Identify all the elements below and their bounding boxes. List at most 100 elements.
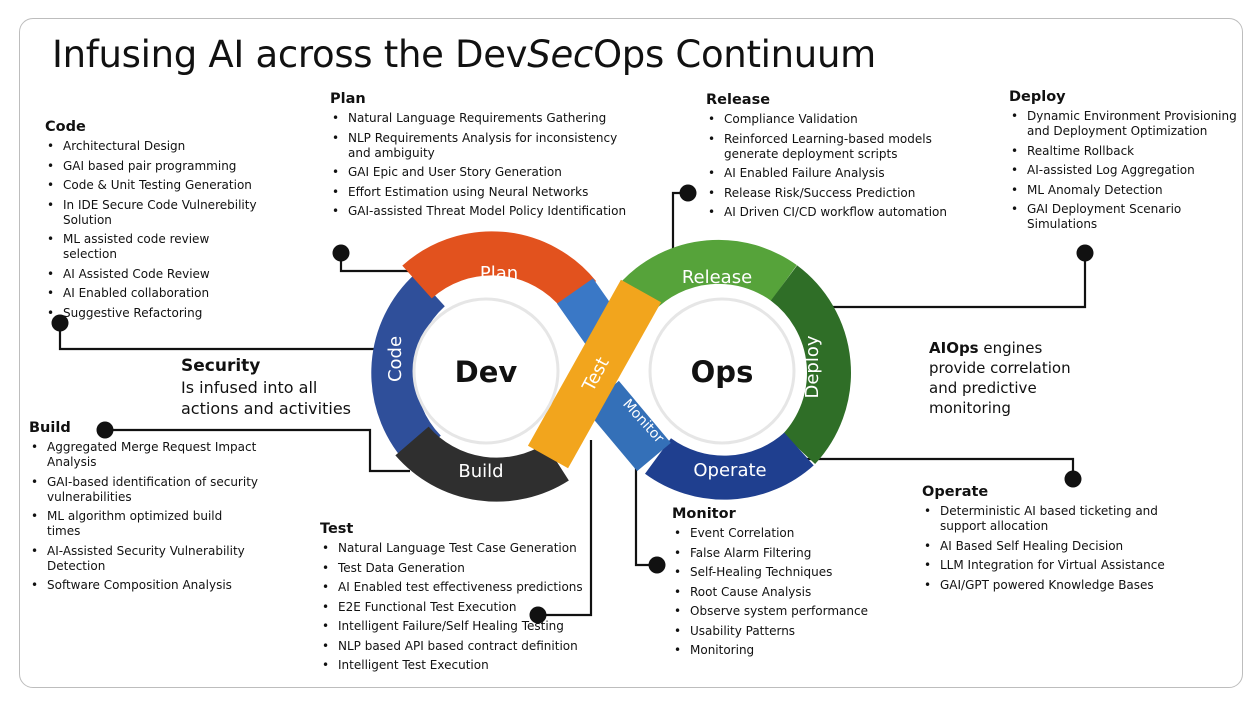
section-build: Build Aggregated Merge Request Impact An… bbox=[29, 420, 259, 598]
section-release-title: Release bbox=[706, 92, 771, 108]
section-deploy-title: Deploy bbox=[1009, 89, 1066, 105]
test-item: Intelligent Failure/Self Healing Testing bbox=[320, 619, 600, 634]
operate-item: LLM Integration for Virtual Assistance bbox=[922, 558, 1172, 573]
page-title: Infusing AI across the DevSecOps Continu… bbox=[52, 33, 876, 76]
section-test-title: Test bbox=[320, 521, 354, 537]
aiops-line: monitoring bbox=[929, 399, 1011, 417]
security-heading: Security bbox=[181, 356, 261, 376]
connector-deploy bbox=[800, 253, 1087, 309]
section-monitor-title: Monitor bbox=[672, 506, 736, 522]
segment-monitor bbox=[585, 380, 671, 472]
aiops-bold: AIOps bbox=[929, 339, 979, 357]
connector-dot-build bbox=[96, 421, 114, 439]
section-plan-title: Plan bbox=[330, 91, 366, 107]
deploy-item: Dynamic Environment Provisioning and Dep… bbox=[1009, 109, 1237, 139]
aiops-rest: engines bbox=[978, 339, 1043, 357]
operate-label: Operate bbox=[693, 460, 766, 481]
deploy-item: GAI Deployment Scenario Simulations bbox=[1009, 202, 1237, 232]
build-item: Software Composition Analysis bbox=[29, 578, 259, 593]
deploy-item: ML Anomaly Detection bbox=[1009, 183, 1237, 198]
section-code: Code Architectural Design GAI based pair… bbox=[45, 119, 265, 325]
code-item: ML assisted code review selection bbox=[45, 232, 265, 262]
release-item: Reinforced Learning-based models generat… bbox=[706, 132, 966, 162]
monitor-item: Usability Patterns bbox=[672, 624, 892, 639]
connector-dot-release bbox=[679, 184, 697, 202]
section-code-title: Code bbox=[45, 119, 86, 135]
connector-operate bbox=[790, 457, 1075, 479]
release-label: Release bbox=[682, 267, 752, 288]
aiops-line: provide correlation bbox=[929, 359, 1071, 377]
build-item: AI-Assisted Security Vulnerability Detec… bbox=[29, 544, 259, 574]
segment-test bbox=[527, 279, 662, 469]
connector-dot-monitor bbox=[648, 556, 666, 574]
build-item: ML algorithm optimized build times bbox=[29, 509, 259, 539]
test-item: AI Enabled test effectiveness prediction… bbox=[320, 580, 600, 595]
code-item: In IDE Secure Code Vulnerebility Solutio… bbox=[45, 198, 265, 228]
code-item: Suggestive Refactoring bbox=[45, 306, 265, 321]
code-item: Architectural Design bbox=[45, 139, 265, 154]
section-build-title: Build bbox=[29, 420, 71, 436]
monitor-item: Self-Healing Techniques bbox=[672, 565, 892, 580]
connector-dot-deploy bbox=[1076, 244, 1094, 262]
code-item: AI Enabled collaboration bbox=[45, 286, 265, 301]
plan-item: GAI Epic and User Story Generation bbox=[330, 165, 630, 180]
segment-release bbox=[622, 239, 797, 312]
segment-deploy bbox=[770, 265, 851, 464]
test-item: NLP based API based contract definition bbox=[320, 639, 600, 654]
operate-item: GAI/GPT powered Knowledge Bases bbox=[922, 578, 1172, 593]
monitor-item: Observe system performance bbox=[672, 604, 892, 619]
monitor-item: Root Cause Analysis bbox=[672, 585, 892, 600]
release-item: AI Enabled Failure Analysis bbox=[706, 166, 966, 181]
ops-hub bbox=[648, 297, 796, 445]
operate-item: AI Based Self Healing Decision bbox=[922, 539, 1172, 554]
monitor-item: False Alarm Filtering bbox=[672, 546, 892, 561]
plan-item: NLP Requirements Analysis for inconsiste… bbox=[330, 131, 630, 161]
section-deploy: Deploy Dynamic Environment Provisioning … bbox=[1009, 89, 1237, 237]
deploy-item: AI-assisted Log Aggregation bbox=[1009, 163, 1237, 178]
plan-item: GAI-assisted Threat Model Policy Identif… bbox=[330, 204, 630, 219]
connector-dot-operate bbox=[1064, 470, 1082, 488]
build-label: Build bbox=[458, 461, 503, 482]
build-item: Aggregated Merge Request Impact Analysis bbox=[29, 440, 259, 470]
release-item: Compliance Validation bbox=[706, 112, 966, 127]
release-item: AI Driven CI/CD workflow automation bbox=[706, 205, 966, 220]
plan-item: Effort Estimation using Neural Networks bbox=[330, 185, 630, 200]
segment-code bbox=[371, 273, 446, 467]
segment-operate bbox=[645, 432, 814, 500]
code-item: Code & Unit Testing Generation bbox=[45, 178, 265, 193]
ops-label: Ops bbox=[691, 355, 754, 389]
plan-item: Natural Language Requirements Gathering bbox=[330, 111, 630, 126]
dev-label: Dev bbox=[455, 355, 518, 389]
section-monitor: Monitor Event Correlation False Alarm Fi… bbox=[672, 506, 892, 663]
section-test: Test Natural Language Test Case Generati… bbox=[320, 521, 600, 678]
security-line: actions and activities bbox=[181, 399, 351, 418]
code-item: GAI based pair programming bbox=[45, 159, 265, 174]
code-label: Code bbox=[385, 336, 406, 382]
connector-build bbox=[105, 428, 410, 473]
segment-plan bbox=[402, 231, 597, 310]
connector-code bbox=[58, 323, 395, 351]
deploy-item: Realtime Rollback bbox=[1009, 144, 1237, 159]
section-plan: Plan Natural Language Requirements Gathe… bbox=[330, 91, 630, 224]
test-item: Natural Language Test Case Generation bbox=[320, 541, 600, 556]
connector-test bbox=[538, 440, 593, 617]
deploy-label: Deploy bbox=[802, 335, 823, 398]
security-line: Is infused into all bbox=[181, 378, 318, 397]
connector-dot-plan bbox=[332, 244, 350, 262]
section-operate: Operate Deterministic AI based ticketing… bbox=[922, 484, 1172, 597]
code-item: AI Assisted Code Review bbox=[45, 267, 265, 282]
section-release: Release Compliance Validation Reinforced… bbox=[706, 92, 966, 225]
operate-item: Deterministic AI based ticketing and sup… bbox=[922, 504, 1172, 534]
security-note: Security Is infused into all actions and… bbox=[181, 356, 381, 419]
section-operate-title: Operate bbox=[922, 484, 989, 500]
aiops-line: and predictive bbox=[929, 379, 1037, 397]
aiops-note: AIOps engines provide correlation and pr… bbox=[929, 338, 1129, 418]
build-item: GAI-based identification of security vul… bbox=[29, 475, 259, 505]
plan-label: Plan bbox=[480, 263, 518, 284]
dev-hub bbox=[412, 297, 560, 445]
release-item: Release Risk/Success Prediction bbox=[706, 186, 966, 201]
monitor-item: Event Correlation bbox=[672, 526, 892, 541]
test-item: Intelligent Test Execution bbox=[320, 658, 600, 673]
segment-build bbox=[395, 426, 569, 502]
